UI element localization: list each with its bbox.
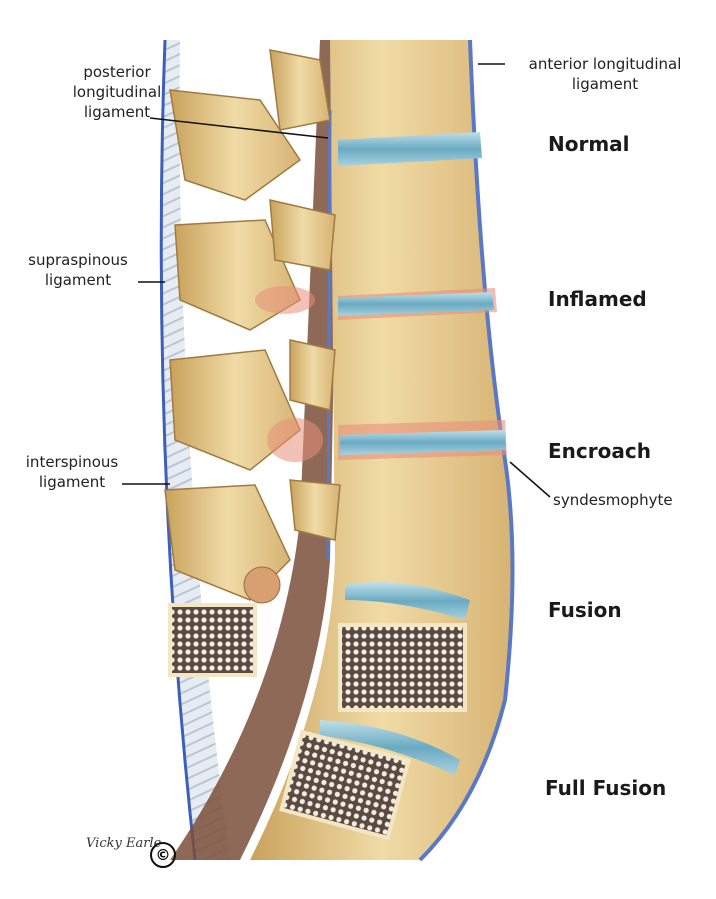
label-interspinous-ligament: interspinous ligament xyxy=(14,452,130,492)
supraspinous-ligament xyxy=(159,39,197,861)
disc-normal xyxy=(338,132,482,166)
label-posterior-longitudinal-ligament: posterior longitudinal ligament xyxy=(62,62,172,122)
stage-fusion: Fusion xyxy=(548,598,622,622)
label-line: ligament xyxy=(44,271,112,289)
label-line: supraspinous xyxy=(28,251,128,269)
label-line: longitudinal xyxy=(72,83,162,101)
label-line: ligament xyxy=(38,473,106,491)
label-supraspinous-ligament: supraspinous ligament xyxy=(20,250,136,290)
disc-full-fusion xyxy=(320,720,460,775)
label-line: anterior longitudinal xyxy=(528,55,682,73)
disc-inflamed xyxy=(338,292,494,316)
stage-normal: Normal xyxy=(548,132,630,156)
label-line: interspinous xyxy=(25,453,119,471)
label-syndesmophyte: syndesmophyte xyxy=(553,491,673,509)
artist-signature: Vicky Earle xyxy=(86,836,162,851)
anterior-longitudinal-ligament xyxy=(418,39,515,862)
label-line: ligament xyxy=(83,103,151,121)
vertebra-section xyxy=(338,623,467,712)
posterior-elements xyxy=(164,49,341,601)
disc-encroach xyxy=(340,430,506,455)
fused-facet xyxy=(243,566,281,604)
stage-inflamed: Inflamed xyxy=(548,287,647,311)
stage-encroach: Encroach xyxy=(548,439,651,463)
spinal-canal xyxy=(170,40,340,860)
label-anterior-longitudinal-ligament: anterior longitudinal ligament xyxy=(505,54,705,94)
spinous-section xyxy=(168,603,257,677)
leader-lines xyxy=(122,63,551,498)
label-line: ligament xyxy=(571,75,639,93)
copyright-icon: © xyxy=(150,842,176,868)
label-line: posterior xyxy=(83,63,151,81)
stage-full-fusion: Full Fusion xyxy=(545,776,667,800)
disc-fusion xyxy=(345,582,470,620)
